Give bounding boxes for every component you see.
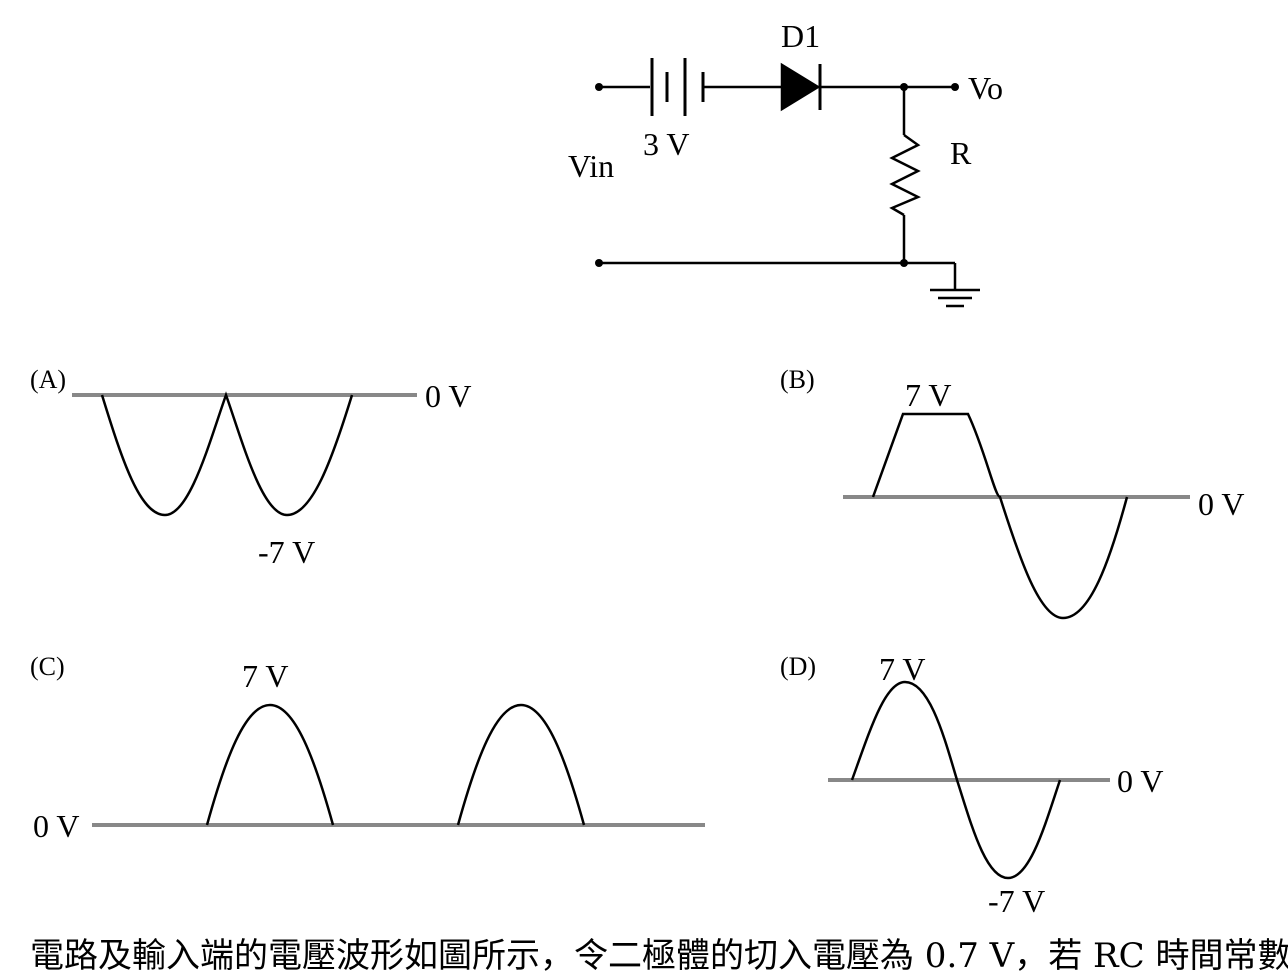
option-c: (C) 7 V 0 V [30, 652, 705, 844]
diagram-canvas: D1 Vo 3 V Vin R (A) 0 V -7 V (B) 7 V 0 V… [30, 18, 1245, 919]
resistor-label: R [950, 135, 972, 171]
option-c-waveform-2 [456, 703, 586, 826]
option-b-waveform [871, 412, 1129, 620]
battery-symbol [650, 58, 705, 116]
option-b-peak-label: 7 V [905, 377, 952, 413]
ground-symbol [930, 263, 980, 308]
circuit [599, 58, 980, 308]
option-d-waveform [850, 680, 1062, 880]
option-d-trough-label: -7 V [988, 883, 1045, 919]
option-a-tag: (A) [30, 365, 66, 394]
battery-label: 3 V [643, 126, 690, 162]
option-a-zero-label: 0 V [425, 378, 472, 414]
option-d: (D) 7 V 0 V -7 V [780, 651, 1164, 919]
output-terminal [951, 83, 959, 91]
diode-symbol [780, 62, 822, 112]
option-d-tag: (D) [780, 652, 816, 681]
option-b: (B) 7 V 0 V [780, 365, 1245, 620]
option-c-peak-label: 7 V [242, 658, 289, 694]
diode-label: D1 [781, 18, 820, 54]
option-c-tag: (C) [30, 652, 65, 681]
input-bottom-terminal [595, 259, 603, 267]
option-d-peak-label: 7 V [879, 651, 926, 687]
input-top-terminal [595, 83, 603, 91]
option-c-waveform-1 [205, 703, 335, 826]
junction-top [900, 83, 908, 91]
option-c-zero-label: 0 V [33, 808, 80, 844]
circuit-nodes [595, 83, 959, 267]
option-d-zero-label: 0 V [1117, 763, 1164, 799]
option-a: (A) 0 V -7 V [30, 365, 472, 570]
junction-bottom [900, 259, 908, 267]
option-b-zero-label: 0 V [1198, 486, 1245, 522]
output-label: Vo [968, 70, 1003, 106]
resistor-symbol [889, 133, 921, 217]
option-a-waveform [100, 391, 354, 517]
input-label: Vin [568, 148, 614, 184]
option-a-peak-label: -7 V [258, 534, 315, 570]
option-b-tag: (B) [780, 365, 815, 394]
